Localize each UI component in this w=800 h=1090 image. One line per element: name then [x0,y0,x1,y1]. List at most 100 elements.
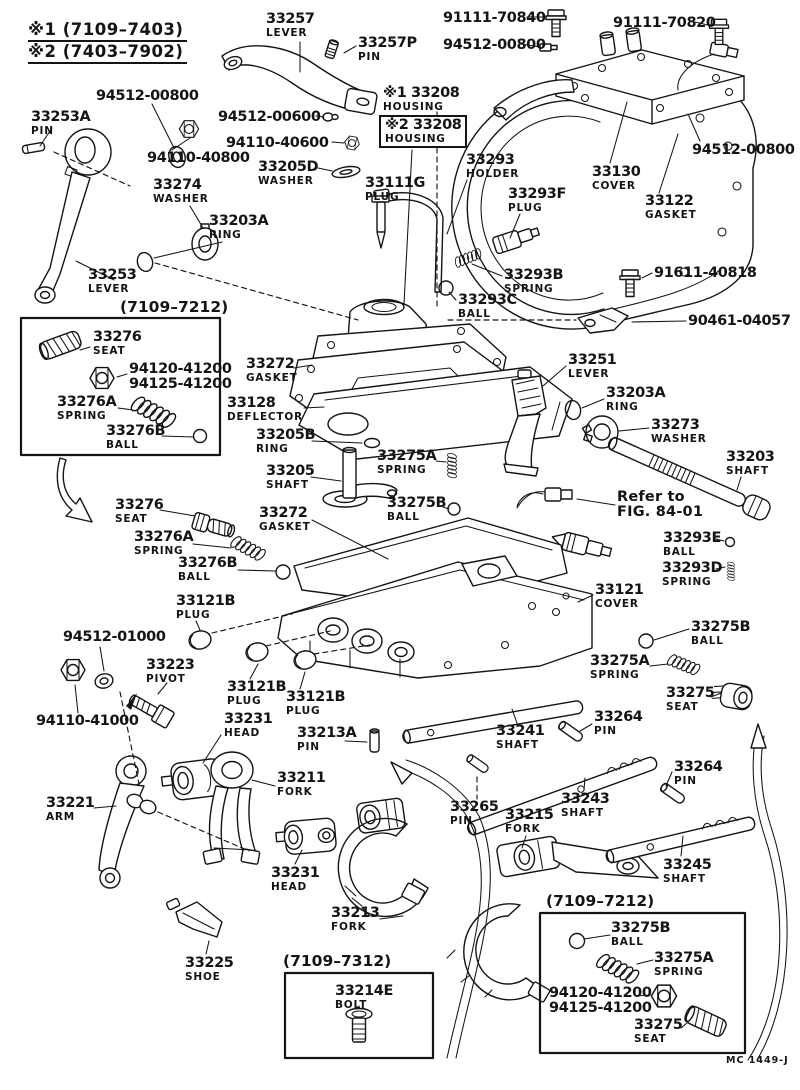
small-arrowhead-icon [126,693,137,710]
label-33257-number: 33257 [266,11,315,27]
caption-box2-number: (7109–7312) [283,952,392,970]
label-33130-number: 33130 [592,164,641,180]
label-33121-name: COVER [595,597,639,610]
fork-33213-drawing [337,797,429,918]
label-33276b-b1-number: 33276B [106,423,166,439]
label-33276a-2-name: SPRING [134,544,184,557]
ball-33293e-icon [724,536,736,548]
label-33205-name: SHAFT [266,478,309,491]
label-33276-2-name: SEAT [115,512,148,525]
label-33272-2-name: GASKET [259,520,311,533]
label-33221-number: 33221 [46,795,95,811]
ring-33205b-icon [363,437,381,449]
label-33213-name: FORK [331,920,367,933]
dashed-leader-lines [53,111,577,852]
label-33293-name: HOLDER [466,167,520,180]
label-33121b-3-name: PLUG [286,704,321,717]
inset-box1-parts [36,329,208,444]
label-33264-2-name: PIN [674,774,697,787]
label-33225-name: SHOE [185,970,221,983]
label-33128-name: DEFLECTOR [227,410,304,423]
drawing-code: MC 1449-J [726,1055,789,1066]
label-33257p-name: PIN [358,50,381,63]
label-33257-name: LEVER [266,26,308,39]
label-33243-name: SHAFT [561,806,604,819]
label-94120-b3-number: 94120-41200 [549,985,652,1001]
label-33275b-2-number: 33275B [691,619,751,635]
label-33121b-3-number: 33121B [286,689,346,705]
connector-refer-drawing [516,487,573,509]
label-33275-2-name: SEAT [666,700,699,713]
label-33293b-name: SPRING [504,282,554,295]
shaft-33205-drawing [322,446,398,508]
label-refer-fig-number: Refer to [617,489,685,505]
legend-line-2: ※2 (7403–7902) [28,42,188,64]
label-94512-01000: 94512-01000 [63,630,166,645]
inset-box-7109-7212-bottom [538,911,747,1055]
bracket-90461-drawing [577,307,629,334]
label-33245-number: 33245 [663,857,712,873]
label-94512-00600-number: 94512-00600 [218,109,321,125]
label-33231-2-number: 33231 [271,865,320,881]
label-33213-number: 33213 [331,905,380,921]
label-33231-2-name: HEAD [271,880,308,893]
label-33273-number: 33273 [651,417,700,433]
label-33275a-1-number: 33275A [377,448,437,464]
transmission-case-drawing [451,27,757,330]
label-33276a-2-number: 33276A [134,529,194,545]
label-33111g-name: PLUG [365,190,400,203]
label-91111-70820-number: 91111-70820 [613,15,716,31]
label-33275b-1-name: BALL [387,510,420,523]
label-33203a-b-name: RING [606,400,639,413]
holder-pipe-drawing [371,188,444,293]
label-33223-name: PIVOT [146,672,186,685]
label-33221-name: ARM [46,810,76,823]
fitting-94512-icon [539,43,558,52]
label-33275b-3-number: 33275B [611,920,671,936]
label-33205d-name: WASHER [258,174,314,187]
shaft-33241-drawing [402,700,584,744]
label-refer-fig-number-2: FIG. 84-01 [617,503,704,520]
label-33203a-b-number: 33203A [606,385,666,401]
label-33273-name: WASHER [651,432,707,445]
label-33122-name: GASKET [645,208,697,221]
label-33272-1-number: 33272 [246,356,295,372]
label-33121b-2-number: 33121B [227,679,287,695]
ball-33276b-icon [275,564,291,580]
label-33213a-name: PIN [297,740,320,753]
label-33275b-2-name: BALL [691,634,724,647]
label-94110-40800: 94110-40800 [147,151,250,166]
label-33203a-a-number: 33203A [209,213,269,229]
label-33293f-number: 33293F [508,186,566,202]
caption-box3-number: (7109–7212) [546,892,655,910]
label-33264-1-name: PIN [594,724,617,737]
label-91111-70840-number: 91111-70840 [443,10,546,26]
label-94512-00800-a-number: 94512-00800 [443,37,546,53]
label-33121b-1-name: PLUG [176,608,211,621]
label-33208-2-name: HOUSING [385,132,446,145]
label-33275-2-number: 33275 [666,685,715,701]
label-33275a-3-number: 33275A [654,950,714,966]
